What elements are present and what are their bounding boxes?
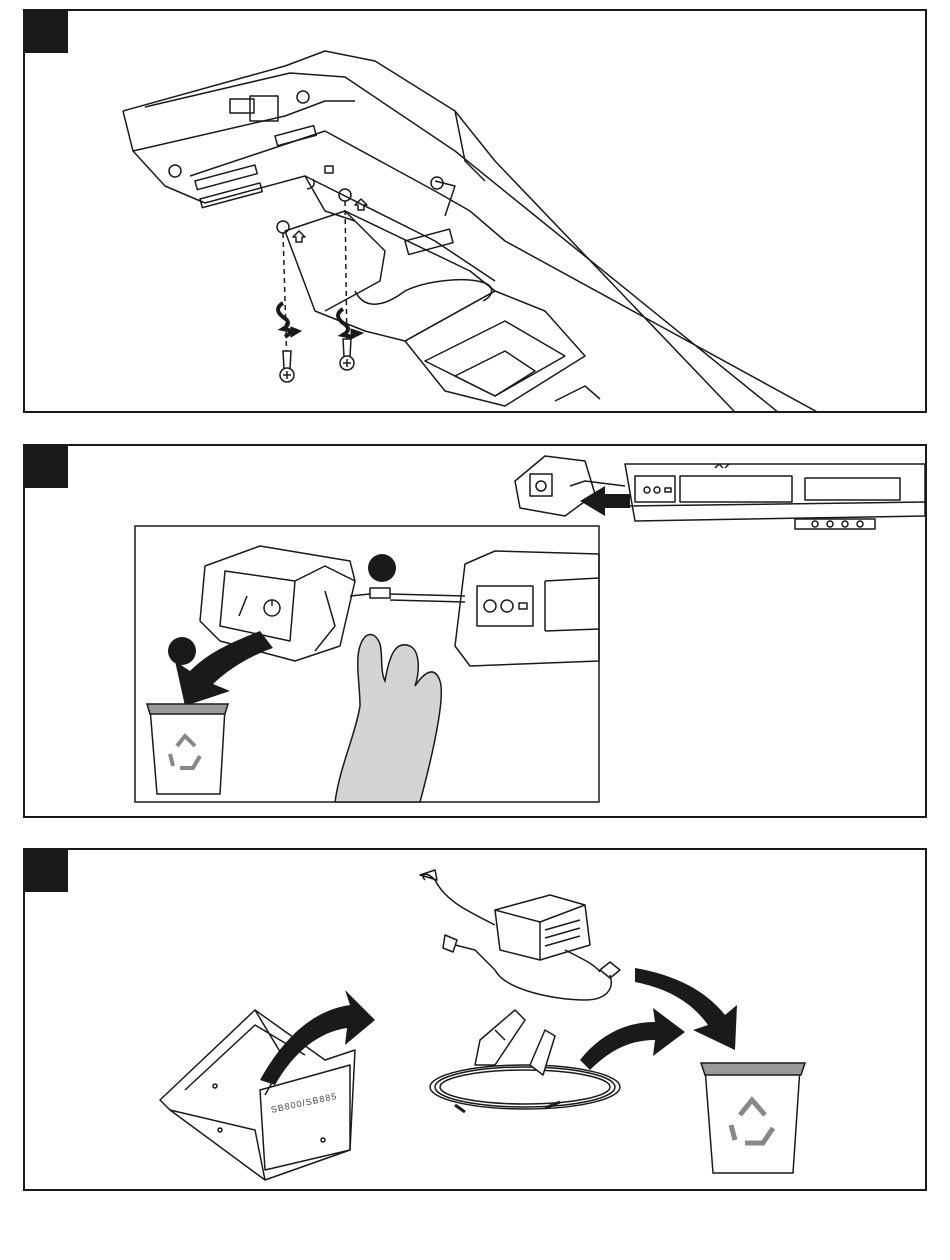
rotate-arrow-icon [338, 309, 363, 339]
adapter-cable [423, 874, 495, 925]
callout-2 [168, 637, 196, 665]
callout-1 [368, 554, 396, 582]
device-inner-edge [145, 73, 925, 411]
power-adapter [495, 895, 590, 960]
recycle-bin [701, 1063, 805, 1173]
battery-cover-plate [285, 211, 495, 341]
device-outer-shell [123, 51, 925, 411]
step-1-illustration [25, 11, 925, 411]
screw-icon [340, 339, 354, 370]
step-3-panel: SB800/SB885 [23, 848, 927, 1191]
screw-hole-right [339, 189, 351, 201]
lower-compartment [405, 291, 585, 406]
step-1-panel [23, 9, 927, 413]
arrow-cable-to-bin [580, 1008, 685, 1070]
screw-hole-left [277, 221, 289, 233]
device-rim [123, 111, 205, 203]
battery-module-small [515, 456, 595, 516]
rotate-arrow-icon [278, 303, 301, 337]
up-arrow-left [293, 231, 305, 242]
step-2-illustration [25, 446, 925, 816]
recycle-bin [147, 704, 228, 794]
usb-cable-coil [430, 1065, 620, 1109]
screw-icon [280, 351, 294, 382]
push-arrow [580, 486, 630, 516]
step-3-illustration [25, 850, 925, 1190]
step-2-panel [23, 444, 927, 818]
